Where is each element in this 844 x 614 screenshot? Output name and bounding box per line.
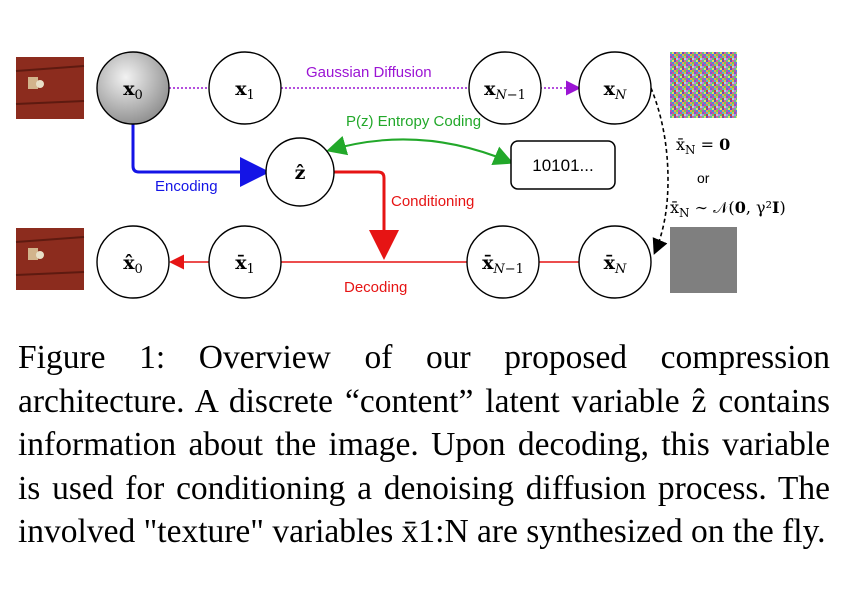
prior-dashed-arrow: [650, 87, 669, 255]
node-xN: xN: [578, 51, 652, 125]
decoding-label: Decoding: [344, 279, 407, 296]
entropy-coding-label: P(z) Entropy Coding: [346, 113, 481, 130]
node-x1: x1: [208, 51, 282, 125]
caption-figure-label: Figure 1:: [18, 339, 166, 376]
figure-caption: Figure 1: Overview of our proposed compr…: [18, 336, 830, 554]
or-label: or: [697, 170, 710, 186]
node-xbar1: x̄1: [208, 225, 282, 299]
bitstring-text: 10101...: [532, 156, 593, 175]
reconstructed-image: [15, 228, 85, 290]
prior-gaussian-label: x̄N ∼ 𝒩(0, γ²I): [670, 198, 786, 220]
node-xhat0: x̂0: [96, 225, 170, 299]
entropy-coding-arrow: [326, 135, 514, 165]
svg-text:ẑ: ẑ: [295, 162, 306, 184]
compression-architecture-diagram: Gaussian Diffusion Encoding P(z) Entropy…: [15, 51, 786, 299]
node-xN-1: xN−1: [468, 51, 542, 125]
node-xbarN: x̄N: [578, 225, 652, 299]
encoding-label: Encoding: [155, 178, 218, 195]
node-xbarN-1: x̄N−1: [466, 225, 540, 299]
node-x0: x0: [96, 51, 170, 125]
bitstring-box: 10101...: [510, 140, 616, 190]
node-zhat: ẑ: [265, 137, 335, 207]
conditioning-label: Conditioning: [391, 193, 474, 210]
prior-zero-label: x̄N = 0: [676, 135, 730, 157]
gaussian-diffusion-label: Gaussian Diffusion: [306, 64, 432, 81]
conditioning-arrow: [334, 170, 399, 260]
gray-noise-image: [670, 227, 737, 293]
caption-text: Overview of our proposed compression arc…: [18, 339, 831, 550]
noise-image: [670, 52, 737, 118]
input-image: [15, 57, 85, 119]
encoding-arrow: [131, 122, 270, 187]
